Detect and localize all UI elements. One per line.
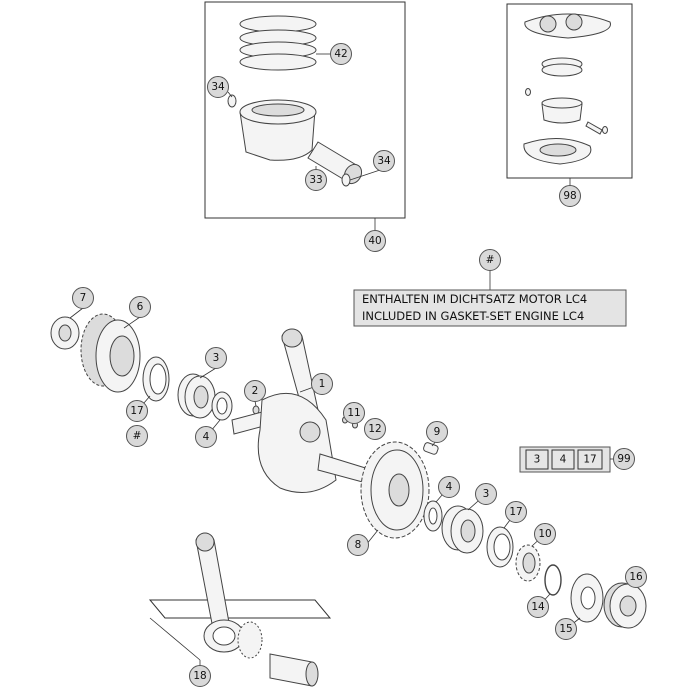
bearing-3-left: [177, 373, 216, 419]
nut-16: [603, 582, 647, 629]
svg-text:7: 7: [80, 292, 87, 304]
kit-item-17: 17: [577, 449, 603, 470]
callout-12: 12: [364, 418, 386, 440]
svg-text:34: 34: [377, 155, 391, 167]
seal-ring-17: [142, 356, 170, 402]
svg-text:12: 12: [368, 423, 381, 435]
svg-text:16: 16: [629, 571, 643, 583]
note-line-english: INCLUDED IN GASKET-SET ENGINE LC4: [362, 309, 584, 323]
callout-33: 33: [305, 169, 327, 191]
washer-15: [570, 573, 604, 623]
seal-ring-17-right: [486, 526, 514, 568]
conrod-kit-18: [148, 532, 332, 687]
svg-text:3: 3: [213, 352, 220, 364]
callout-hash-note: #: [479, 249, 501, 271]
callout-10: 10: [534, 523, 556, 545]
callout-15: 15: [555, 618, 577, 640]
callout-14: 14: [527, 596, 549, 618]
svg-text:40: 40: [368, 235, 381, 247]
callout-98: 98: [559, 185, 581, 207]
svg-text:6: 6: [137, 301, 144, 313]
sprocket-8: [360, 441, 430, 539]
callout-99: 99: [613, 448, 635, 470]
callout-4-right: 4: [438, 476, 460, 498]
callout-6: 6: [129, 296, 151, 318]
svg-text:3: 3: [483, 488, 490, 500]
svg-text:17: 17: [509, 506, 522, 518]
svg-text:17: 17: [130, 405, 143, 417]
svg-text:2: 2: [252, 385, 259, 397]
gasket-set-note: ENTHALTEN IM DICHTSATZ MOTOR LC4 INCLUDE…: [353, 270, 627, 327]
callout-2: 2: [244, 380, 266, 402]
callout-42: 42: [330, 43, 352, 65]
callout-34-left: 34: [207, 76, 229, 98]
piston: [239, 99, 317, 161]
svg-text:11: 11: [347, 407, 360, 419]
svg-text:4: 4: [446, 481, 453, 493]
svg-text:15: 15: [559, 623, 572, 635]
svg-text:98: 98: [563, 190, 576, 202]
callout-18: 18: [189, 665, 211, 687]
callout-34-right: 34: [373, 150, 395, 172]
callout-8: 8: [347, 534, 369, 556]
svg-text:8: 8: [355, 539, 362, 551]
piston-kit-frame: [204, 1, 406, 232]
callout-3-left: 3: [205, 347, 227, 369]
shim-4-left: [211, 391, 233, 421]
circlip-14: [544, 564, 562, 596]
svg-text:18: 18: [193, 670, 206, 682]
crankshaft-1: [231, 328, 376, 493]
svg-text:99: 99: [617, 453, 630, 465]
callout-4-left: 4: [195, 426, 217, 448]
kit-item-3: 3: [525, 449, 549, 470]
svg-text:14: 14: [531, 601, 545, 613]
svg-text:42: 42: [334, 48, 347, 60]
piston-rings: [239, 15, 317, 71]
svg-text:#: #: [486, 254, 495, 266]
svg-text:9: 9: [434, 426, 441, 438]
callout-40: 40: [364, 230, 386, 252]
gear-10: [515, 544, 541, 582]
kit-item-4: 4: [551, 449, 575, 470]
svg-text:4: 4: [560, 454, 567, 466]
kit-99-box: 3 4 17: [519, 446, 614, 473]
svg-text:34: 34: [211, 81, 225, 93]
shim-4-right: [423, 500, 443, 532]
key-9: [423, 442, 439, 455]
circlip-right: [341, 173, 351, 187]
callout-7: 7: [72, 287, 94, 309]
callout-1: 1: [311, 373, 333, 395]
svg-text:#: #: [133, 430, 142, 442]
callout-hash-left: #: [126, 425, 148, 447]
svg-text:33: 33: [309, 174, 322, 186]
callout-11: 11: [343, 402, 365, 424]
note-line-german: ENTHALTEN IM DICHTSATZ MOTOR LC4: [362, 292, 587, 306]
svg-text:1: 1: [319, 378, 326, 390]
circlip-left: [227, 94, 237, 108]
svg-text:4: 4: [203, 431, 210, 443]
callout-16: 16: [625, 566, 647, 588]
callout-9: 9: [426, 421, 448, 443]
bearing-3-right: [441, 505, 484, 554]
svg-text:10: 10: [538, 528, 551, 540]
callout-17-left: 17: [126, 400, 148, 422]
gear-6: [80, 313, 141, 393]
svg-text:3: 3: [534, 454, 541, 466]
callout-17-right: 17: [505, 501, 527, 523]
gasket-kit-frame: [506, 3, 633, 186]
callout-3-right: 3: [475, 483, 497, 505]
nut-7: [50, 316, 80, 350]
svg-text:17: 17: [583, 454, 596, 466]
